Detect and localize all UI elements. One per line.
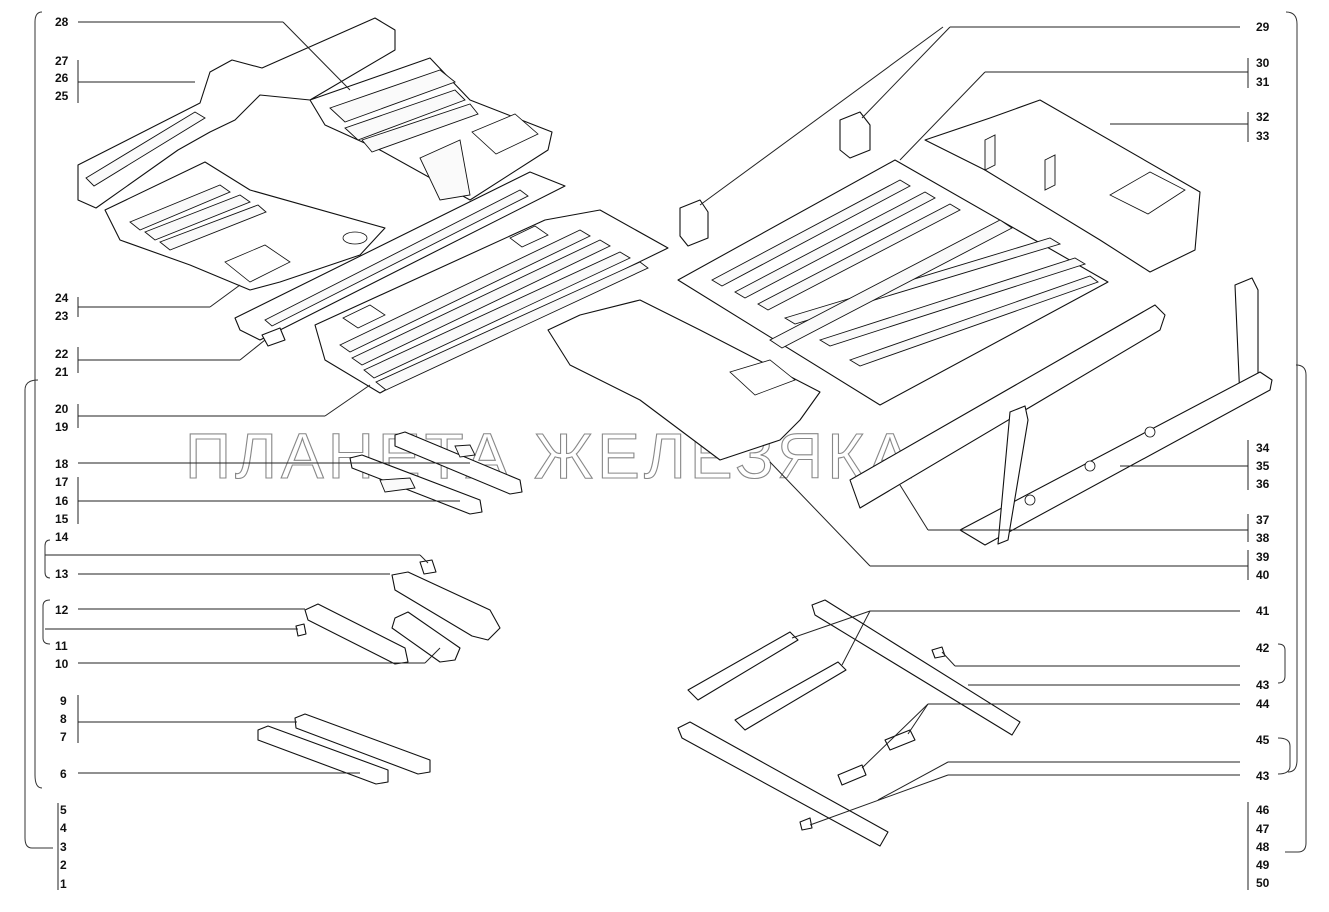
callout-29: 29	[1256, 20, 1270, 34]
callout-18: 18	[55, 457, 69, 471]
small-bracket-22-part	[261, 327, 286, 347]
right-outer-bracket	[1285, 11, 1307, 853]
watermark-text: ПЛАНЕТА ЖЕЛЕЗЯКА	[185, 420, 915, 492]
callout-32: 32	[1256, 110, 1270, 124]
callout-15: 15	[55, 512, 69, 526]
reinforcement-10-part	[391, 611, 461, 663]
callout-22: 22	[55, 347, 69, 361]
crossmember-6-part	[257, 725, 389, 785]
callout-20: 20	[55, 402, 69, 416]
callout-16: 16	[55, 494, 69, 508]
callout-8: 8	[60, 712, 67, 726]
front-floor-panel-part	[77, 17, 553, 209]
callout-26: 26	[55, 71, 69, 85]
bracket-44a-part	[884, 729, 916, 751]
bracket-44b-part	[837, 764, 867, 786]
callout-30: 30	[1256, 56, 1270, 70]
support-bracket-29a-part	[839, 111, 871, 159]
callout-27: 27	[55, 54, 69, 68]
callout-25: 25	[55, 89, 69, 103]
callout-11: 11	[55, 639, 68, 653]
callout-48: 48	[1256, 840, 1270, 854]
callout-50: 50	[1256, 876, 1270, 890]
crossmember-8-part	[294, 713, 431, 775]
left-leader-lines	[42, 21, 470, 890]
callout-23: 23	[55, 309, 69, 323]
long-rail-43-part	[677, 721, 889, 847]
crossmember-41b-part	[734, 661, 847, 731]
rear-panel-32-part	[924, 99, 1201, 273]
callout-38: 38	[1256, 531, 1270, 545]
callout-36: 36	[1256, 477, 1270, 491]
callout-40: 40	[1256, 568, 1270, 582]
callout-21: 21	[55, 365, 69, 379]
callout-3: 3	[60, 840, 67, 854]
callout-19: 19	[55, 420, 69, 434]
left-outer-bracket	[24, 11, 53, 849]
clip-43-part	[799, 817, 813, 831]
callout-41: 41	[1256, 604, 1270, 618]
floor-side-rail-part	[234, 171, 566, 341]
callout-13: 13	[55, 567, 69, 581]
callout-31: 31	[1256, 75, 1270, 89]
callout-37: 37	[1256, 513, 1270, 527]
callout-10: 10	[55, 657, 69, 671]
cargo-floor-panel-part	[677, 159, 1109, 406]
clip-11-part	[295, 623, 307, 637]
callout-33: 33	[1256, 129, 1270, 143]
callout-9: 9	[60, 694, 67, 708]
callout-24: 24	[55, 291, 69, 305]
callout-12: 12	[55, 603, 69, 617]
middle-floor-panel-left-part	[104, 161, 386, 291]
callout-17: 17	[55, 475, 69, 489]
side-sill-rail-part	[849, 304, 1166, 509]
callout-5: 5	[60, 803, 67, 817]
callout-1: 1	[60, 877, 67, 891]
callout-42: 42	[1256, 641, 1270, 655]
long-rail-41-part	[811, 599, 1021, 736]
wheel-arch-panel-part	[547, 299, 821, 461]
clip-42-part	[931, 646, 946, 659]
support-bracket-29b-part	[679, 199, 709, 247]
callout-46: 46	[1256, 803, 1270, 817]
callout-35: 35	[1256, 459, 1270, 473]
crossmember-16-part	[349, 454, 483, 515]
reinforcement-12-part	[304, 603, 409, 665]
clip-14-part	[419, 559, 437, 575]
callout-45: 45	[1256, 733, 1270, 747]
callout-39: 39	[1256, 550, 1270, 564]
left-callouts: 28 27 26 25 24 23 22 21 20 19 18 17 16 1…	[55, 15, 69, 891]
right-leader-lines	[699, 26, 1291, 890]
callout-7: 7	[60, 730, 67, 744]
callout-14: 14	[55, 530, 69, 544]
callout-49: 49	[1256, 858, 1270, 872]
callout-43b: 43	[1256, 769, 1270, 783]
callout-6: 6	[60, 767, 67, 781]
callout-28: 28	[55, 15, 69, 29]
right-callouts: 29 30 31 32 33 34 35 36 37 38 39 40 41 4…	[1256, 20, 1270, 890]
rear-pillar-and-rail-part	[959, 277, 1273, 546]
callout-47: 47	[1256, 822, 1270, 836]
crossmember-41a-part	[687, 631, 799, 701]
callout-4: 4	[60, 821, 67, 835]
callout-34: 34	[1256, 441, 1270, 455]
callout-44: 44	[1256, 697, 1270, 711]
sill-bracket-13-part	[391, 571, 501, 641]
callout-43: 43	[1256, 678, 1270, 692]
rear-floor-panel-part	[314, 209, 669, 394]
callout-2: 2	[60, 858, 67, 872]
